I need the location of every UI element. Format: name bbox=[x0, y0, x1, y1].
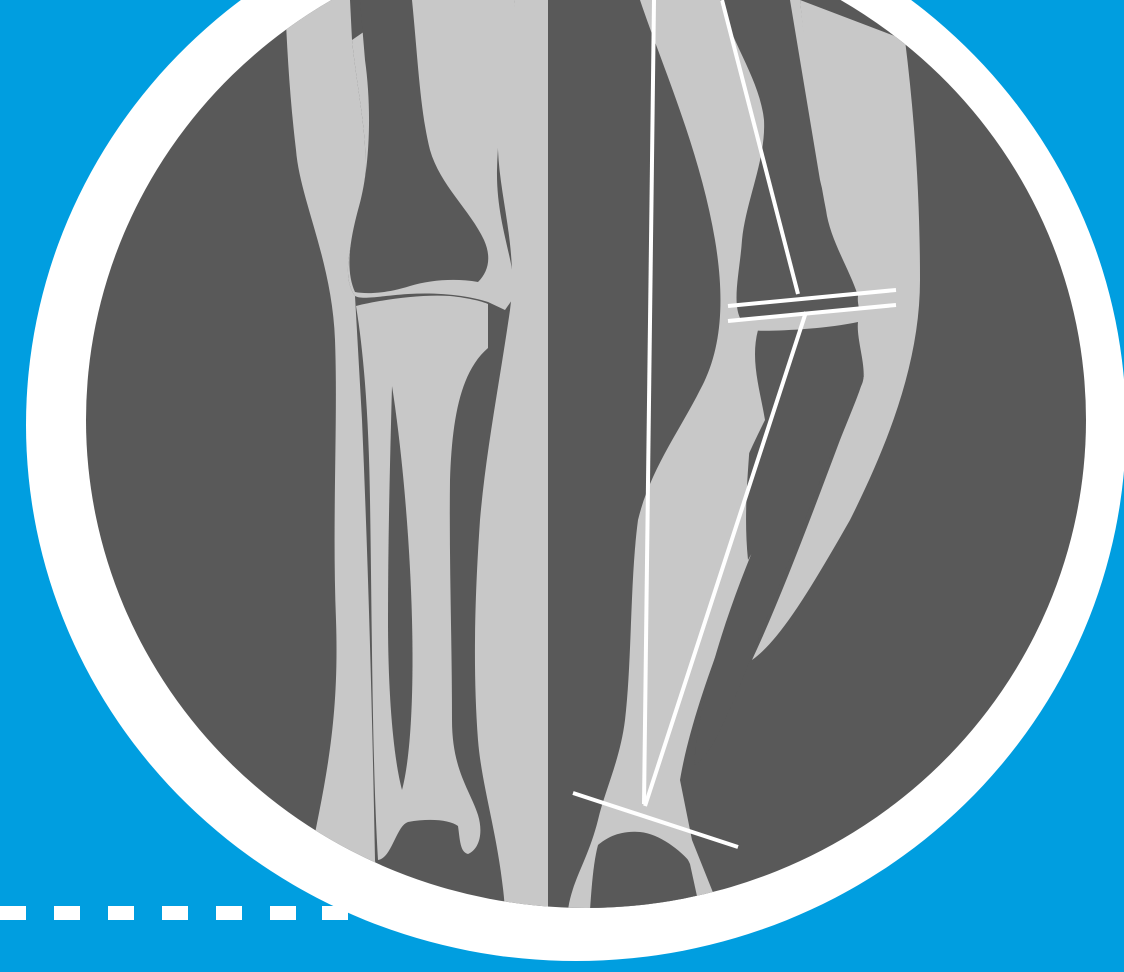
dash bbox=[162, 906, 188, 920]
dash bbox=[270, 906, 296, 920]
dash bbox=[108, 906, 134, 920]
dash bbox=[0, 906, 26, 920]
dash bbox=[54, 906, 80, 920]
dash-row bbox=[0, 906, 348, 920]
dash bbox=[216, 906, 242, 920]
dash bbox=[322, 906, 348, 920]
